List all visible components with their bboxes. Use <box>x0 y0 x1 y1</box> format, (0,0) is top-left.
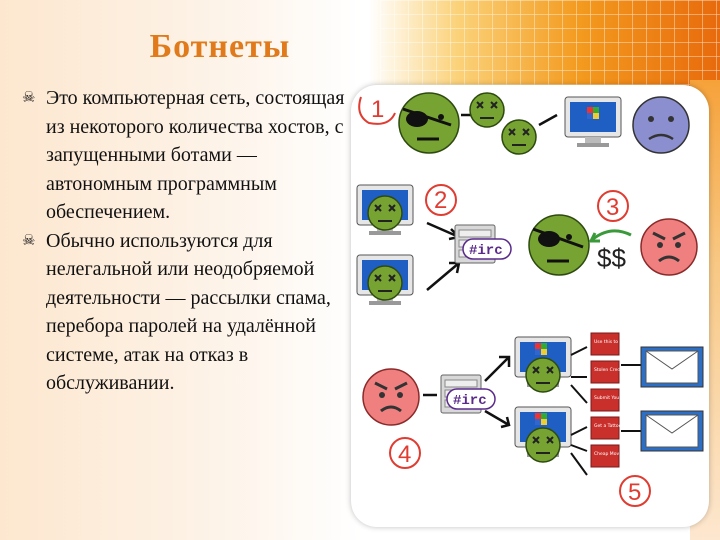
step-1-label: 1 <box>358 96 396 125</box>
arrow <box>426 261 461 291</box>
arrow <box>484 355 511 382</box>
payment-arrow <box>592 229 632 241</box>
victim-computer-icon <box>564 96 622 148</box>
slide-title: Ботнеты <box>149 28 291 65</box>
irc-label: #irc <box>446 388 496 410</box>
arrow <box>538 113 558 127</box>
bullet-text: Обычно используются для нелегальной или … <box>46 229 331 395</box>
header-decoration <box>370 0 720 95</box>
windows-logo-icon <box>535 343 547 355</box>
svg-text:3: 3 <box>606 194 619 221</box>
service-card: Cheap Movie Tickets <box>590 444 641 468</box>
arrow <box>621 364 641 432</box>
svg-text:Cheap Movie Tickets: Cheap Movie Tickets <box>594 451 641 457</box>
step-4-label: 4 <box>389 437 421 469</box>
windows-logo-icon <box>587 107 599 119</box>
svg-text:#irc: #irc <box>453 393 487 409</box>
bot-virus-icon <box>367 265 403 301</box>
step-5-label: 5 <box>619 475 651 507</box>
spammer-angry-face-icon <box>361 367 421 427</box>
spam-mailbox-icon <box>640 346 704 388</box>
svg-text:4: 4 <box>398 441 411 468</box>
svg-text:Get a Tattoo?: Get a Tattoo? <box>594 423 624 429</box>
payment-label: $$ <box>597 243 626 273</box>
spam-mailbox-icon <box>640 410 704 452</box>
bot-virus-icon <box>525 427 561 463</box>
windows-logo-icon <box>535 413 547 425</box>
spammer-angry-face-icon <box>639 217 699 277</box>
arrow <box>484 409 511 429</box>
bot-herder-icon <box>398 92 460 154</box>
svg-text:#irc: #irc <box>469 243 503 259</box>
skull-icon: ☠ <box>22 232 36 249</box>
step-2-label: 2 <box>425 184 457 216</box>
bot-virus-icon <box>501 119 537 155</box>
arrow <box>426 221 462 241</box>
svg-text:Use this to attack?: Use this to attack? <box>594 339 637 345</box>
irc-label: #irc <box>462 238 512 260</box>
bot-herder-icon <box>528 214 590 276</box>
skull-icon: ☠ <box>22 90 36 106</box>
bullet-item: ☠ Обычно используются для нелегальной ил… <box>22 227 352 398</box>
step-3-label: 3 <box>597 190 629 222</box>
bot-virus-icon <box>525 357 561 393</box>
service-card: Submit Your Info <box>590 388 631 412</box>
bullet-list: ☠ Это компьютерная сеть, состоящая из не… <box>22 84 352 398</box>
svg-text:2: 2 <box>434 187 447 214</box>
service-card: Use this to attack? <box>590 332 637 356</box>
bot-virus-icon <box>469 92 505 128</box>
arrow <box>570 426 588 476</box>
botnet-diagram: 1 2 #irc 3 <box>351 85 709 527</box>
service-card: Get a Tattoo? <box>590 416 624 440</box>
bullet-text: Это компьютерная сеть, состоящая из неко… <box>46 87 345 223</box>
svg-text:Stolen Credit Cards: Stolen Credit Cards <box>594 367 638 373</box>
grid-pattern <box>380 0 720 90</box>
bullet-item: ☠ Это компьютерная сеть, состоящая из не… <box>22 84 352 227</box>
svg-text:1: 1 <box>371 96 384 123</box>
bot-virus-icon <box>367 195 403 231</box>
svg-text:5: 5 <box>628 479 641 506</box>
arrow <box>570 346 588 404</box>
svg-text:Submit Your Info: Submit Your Info <box>594 395 631 401</box>
victim-sad-face-icon <box>632 96 690 154</box>
service-card: Stolen Credit Cards <box>590 360 638 384</box>
